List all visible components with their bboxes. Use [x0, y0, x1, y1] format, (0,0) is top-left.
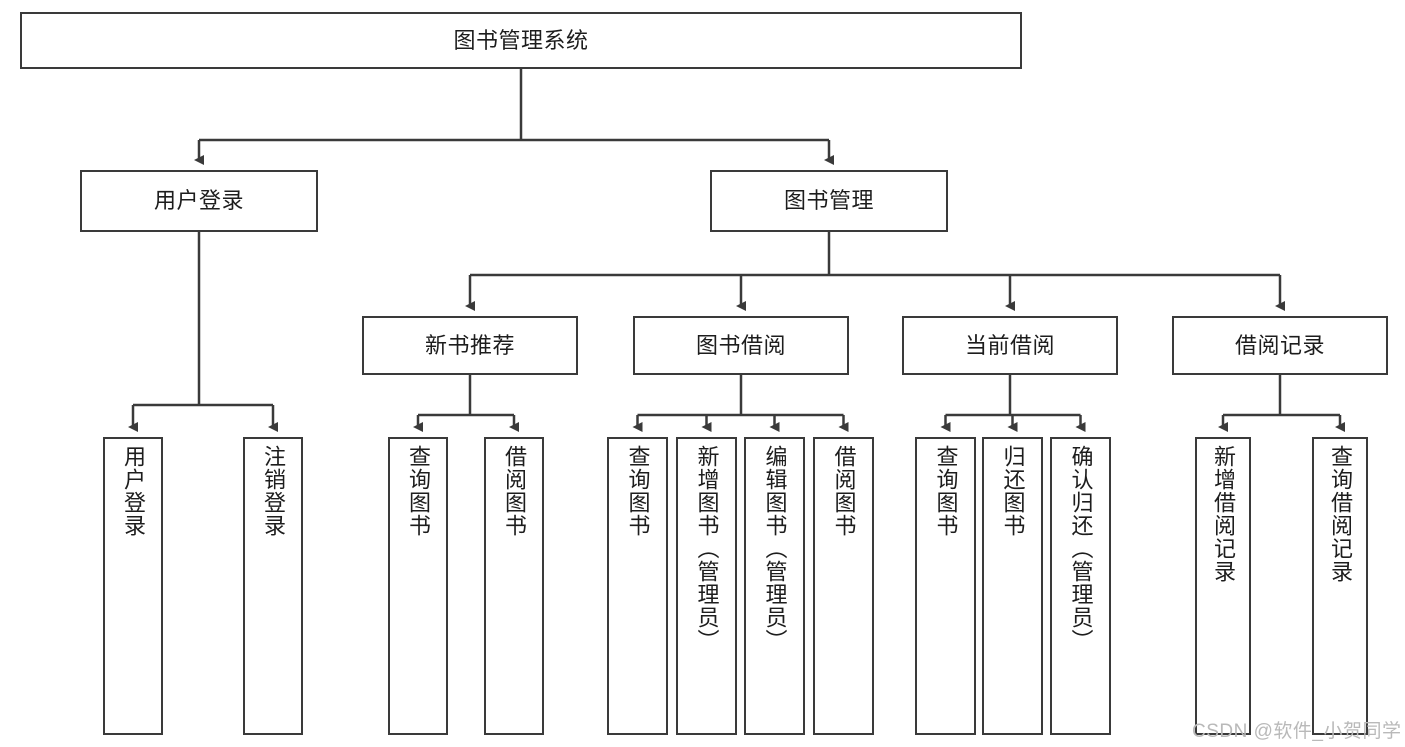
- node-label: 图书管理: [783, 188, 874, 214]
- leaf-node[interactable]: 归还图书: [982, 437, 1043, 735]
- node-label: 查询借阅记录: [1327, 445, 1353, 583]
- node-label: 当前借阅: [964, 332, 1055, 358]
- leaf-node[interactable]: 编辑图书（管理员）: [744, 437, 805, 735]
- node-label: 用户登录: [120, 445, 146, 537]
- root-node[interactable]: 图书管理系统: [20, 12, 1022, 69]
- leaf-node[interactable]: 注销登录: [243, 437, 303, 735]
- branch-node[interactable]: 当前借阅: [902, 316, 1118, 375]
- leaf-node[interactable]: 确认归还（管理员）: [1050, 437, 1111, 735]
- node-label: 编辑图书（管理员）: [762, 445, 788, 652]
- node-label: 注销登录: [260, 445, 286, 537]
- branch-node[interactable]: 借阅记录: [1172, 316, 1388, 375]
- node-label: 图书借阅: [695, 332, 786, 358]
- leaf-node[interactable]: 借阅图书: [484, 437, 544, 735]
- branch-node[interactable]: 图书借阅: [633, 316, 849, 375]
- leaf-node[interactable]: 借阅图书: [813, 437, 874, 735]
- node-label: 确认归还（管理员）: [1068, 445, 1094, 652]
- node-label: 归还图书: [1000, 445, 1026, 537]
- branch-node[interactable]: 新书推荐: [362, 316, 578, 375]
- node-label: 新增借阅记录: [1210, 445, 1236, 583]
- branch-node[interactable]: 图书管理: [710, 170, 948, 232]
- node-label: 新增图书（管理员）: [694, 445, 720, 652]
- node-label: 借阅图书: [501, 445, 527, 537]
- node-label: 查询图书: [405, 445, 431, 537]
- leaf-node[interactable]: 查询借阅记录: [1312, 437, 1368, 735]
- leaf-node[interactable]: 新增图书（管理员）: [676, 437, 737, 735]
- node-label: 查询图书: [933, 445, 959, 537]
- leaf-node[interactable]: 查询图书: [607, 437, 668, 735]
- leaf-node[interactable]: 用户登录: [103, 437, 163, 735]
- leaf-node[interactable]: 查询图书: [388, 437, 448, 735]
- node-label: 新书推荐: [424, 332, 515, 358]
- node-label: 用户登录: [153, 188, 244, 214]
- leaf-node[interactable]: 新增借阅记录: [1195, 437, 1251, 735]
- leaf-node[interactable]: 查询图书: [915, 437, 976, 735]
- node-label: 查询图书: [625, 445, 651, 537]
- node-label: 图书管理系统: [453, 27, 589, 53]
- branch-node[interactable]: 用户登录: [80, 170, 318, 232]
- node-label: 借阅记录: [1234, 332, 1325, 358]
- node-label: 借阅图书: [831, 445, 857, 537]
- watermark-text: CSDN @软件_小贺同学: [1192, 721, 1402, 742]
